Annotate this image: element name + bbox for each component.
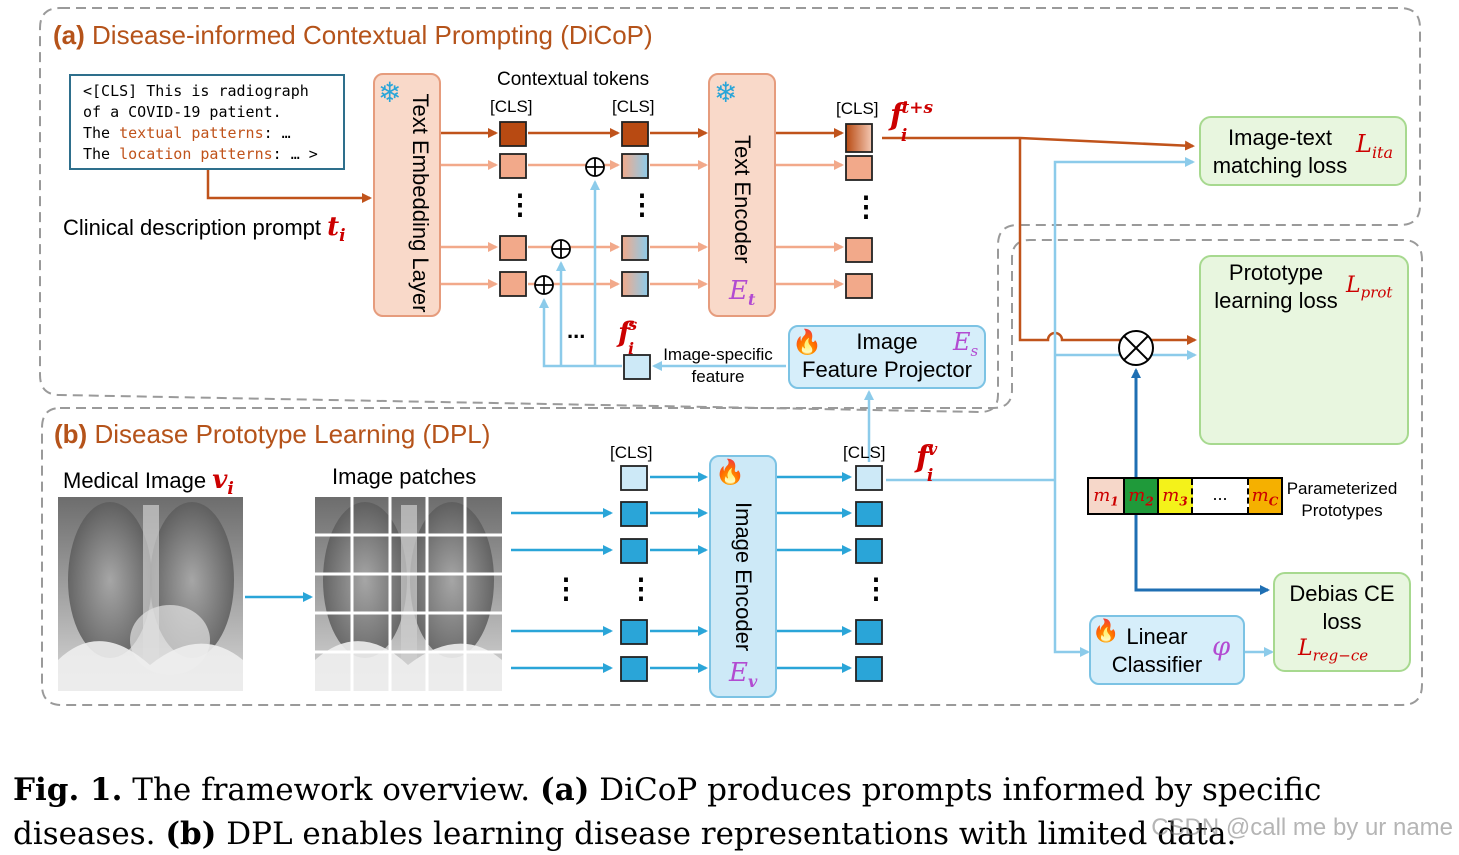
plus-icon <box>534 157 605 295</box>
text-embedding-label: Text Embedding Layer <box>408 93 433 313</box>
image-feature-projector <box>788 325 986 389</box>
image-token-cls <box>620 465 648 491</box>
image-out-token <box>855 656 883 682</box>
vertical-dots: ⋮ <box>628 189 656 220</box>
prototype-loss-symbol: Lprot <box>1346 273 1393 302</box>
projector-symbol: Es <box>953 328 979 360</box>
image-feature-projector-label: Image Feature Projector <box>802 329 972 382</box>
parameterized-prototypes-label: Parameterized Prototypes <box>1286 479 1398 520</box>
contextual-tokens-label: Contextual tokens <box>497 69 650 90</box>
linear-classifier-label: Linear Classifier <box>1111 624 1203 677</box>
linear-classifier <box>1089 615 1245 685</box>
image-patches-grid <box>315 497 502 691</box>
image-specific-feature-label: Image-specific feature <box>663 345 773 386</box>
text-embedding-layer <box>373 73 441 317</box>
horizontal-dots: ... <box>567 318 586 343</box>
outer-product-icon <box>1118 330 1154 366</box>
text-encoder-symbol: Et <box>729 276 756 310</box>
text-token-cls <box>621 121 649 147</box>
prototype-cell: m3 <box>1159 479 1193 513</box>
image-encoder-symbol: Ev <box>729 658 758 692</box>
text-token <box>499 271 527 297</box>
section-b-title: (b) Disease Prototype Learning (DPL) <box>54 419 491 449</box>
vertical-dots: ⋮ <box>552 573 580 604</box>
image-specific-feature-symbol: fis <box>618 315 638 358</box>
image-text-matching-loss-label: Image-text matching loss <box>1212 125 1348 178</box>
parameterized-prototypes: m1 m2 m3 ... mC <box>1087 477 1283 515</box>
image-text-matching-loss-box <box>1199 116 1407 186</box>
encoded-token-cls <box>845 123 873 153</box>
debias-ce-loss-label: Debias CE loss <box>1289 581 1395 634</box>
image-out-token-cls <box>855 465 883 491</box>
image-out-token <box>855 501 883 527</box>
vertical-dots: ⋮ <box>852 191 880 222</box>
fused-text-feature-symbol: fit+s <box>890 98 934 146</box>
prototype-cell: m1 <box>1089 479 1125 513</box>
image-out-token <box>855 538 883 564</box>
prototype-cell: ... <box>1193 479 1249 513</box>
cls-label: [CLS] <box>610 443 653 462</box>
section-a-title: (a) Disease-informed Contextual Promptin… <box>53 20 653 50</box>
image-feature-symbol: fiv <box>916 440 938 486</box>
vertical-dots: ⋮ <box>506 189 534 220</box>
image-token <box>620 501 648 527</box>
context-token <box>621 271 649 297</box>
vertical-dots: ⋮ <box>627 573 655 604</box>
cls-label: [CLS] <box>490 97 533 116</box>
flame-icon: 🔥 <box>792 329 822 356</box>
flame-icon: 🔥 <box>715 459 745 486</box>
clinical-prompt-label: Clinical description prompt ti <box>63 212 346 247</box>
encoded-token <box>845 237 873 263</box>
snowflake-icon: ❄ <box>378 77 402 108</box>
cls-label: [CLS] <box>843 443 886 462</box>
text-encoder <box>708 73 776 317</box>
image-encoder-label: Image Encoder <box>731 502 756 652</box>
medical-image <box>58 497 243 691</box>
prototype-cell: m2 <box>1125 479 1159 513</box>
image-token <box>620 656 648 682</box>
image-text-loss-symbol: Lita <box>1356 130 1394 162</box>
image-token <box>620 538 648 564</box>
text-token-cls <box>499 121 527 147</box>
prompt-text-box: <[CLS] This is radiograph of a COVID-19 … <box>69 74 345 170</box>
image-out-token <box>855 619 883 645</box>
cls-label: [CLS] <box>612 97 655 116</box>
context-token <box>621 235 649 261</box>
image-token <box>620 619 648 645</box>
vertical-dots: ⋮ <box>862 573 890 604</box>
prototype-learning-loss-label: Prototype learning loss <box>1214 260 1338 313</box>
classifier-symbol: φ <box>1212 632 1231 662</box>
text-token <box>499 153 527 179</box>
image-specific-feature-token <box>623 354 651 380</box>
flame-icon: 🔥 <box>1092 618 1120 643</box>
encoded-token <box>845 273 873 299</box>
image-encoder <box>709 455 777 698</box>
cls-label: [CLS] <box>836 99 879 118</box>
text-token <box>499 235 527 261</box>
section-a-border <box>39 7 1421 414</box>
context-token <box>621 153 649 179</box>
prototype-learning-loss-box <box>1199 255 1409 445</box>
snowflake-icon: ❄ <box>714 77 738 108</box>
figure-caption-line1: Fig. 1. The framework overview. (a) DiCo… <box>13 772 1322 808</box>
encoded-token <box>845 155 873 181</box>
prototype-cell: mC <box>1249 479 1281 513</box>
image-patches-label: Image patches <box>332 464 477 489</box>
figure-caption-line2: diseases. (b) DPL enables learning disea… <box>13 816 1237 852</box>
debias-ce-loss-box <box>1273 572 1411 672</box>
medical-image-label: Medical Image vi <box>63 465 234 500</box>
watermark: CSDN @call me by ur name <box>1151 814 1453 841</box>
debias-loss-symbol: Lreg−ce <box>1298 636 1369 665</box>
section-b-border <box>41 239 1423 706</box>
text-encoder-label: Text Encoder <box>730 135 755 264</box>
